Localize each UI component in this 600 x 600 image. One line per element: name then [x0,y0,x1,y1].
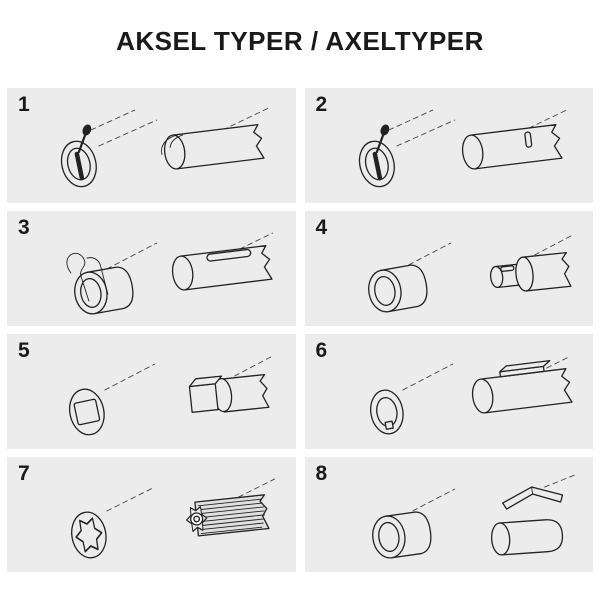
tube-and-stepped-shaft-drawing [364,234,573,316]
shaft-with-raised-key-icon [469,359,573,415]
cell-number: 7 [18,462,30,485]
hairpin-clip-and-keyway-shaft-drawing [66,232,273,318]
cell-number: 3 [18,216,30,239]
splined-shaft-icon [184,494,270,537]
square-bore-tube-icon [68,388,105,436]
stepped-shaft-with-slot-icon [489,251,572,292]
axle-type-cell-5: 5 [7,334,296,449]
axle-type-cell-2: 2 [304,88,593,203]
bore-ring-with-linchpin-icon [57,124,101,190]
linchpin-and-tab-shaft-drawing [7,107,269,203]
axle-type-cell-1: 1 [7,88,296,203]
keyway-bore-and-keyed-shaft-drawing [369,355,573,435]
square-bore-and-square-shaft-drawing [68,355,273,436]
cell-number: 6 [315,339,328,362]
axle-type-cell-6: 6 [304,334,593,449]
cell-number: 2 [315,93,328,116]
bore-ring-with-linchpin-icon [354,124,398,190]
axle-type-grid: 1 2 [7,88,593,572]
hairpin-clip-icon [66,253,109,302]
cell-number: 8 [315,462,328,485]
shaft-with-pin-slot-icon [459,123,563,171]
shaft-with-folded-tab-icon [161,123,265,171]
tube-icon [364,262,430,316]
splined-bore-tube-icon [71,511,107,559]
square-end-shaft-icon [188,373,270,413]
wedge-key-icon [501,486,563,510]
axle-type-cell-4: 4 [304,211,593,326]
cylinder-icon [490,519,563,556]
axle-type-cell-8: 8 [304,457,593,572]
axle-type-cell-3: 3 [7,211,296,326]
splined-bore-and-splined-shaft-drawing [71,478,275,559]
cell-number: 5 [18,339,30,362]
tube-and-wedge-key-drawing [368,474,575,561]
page-title: AKSEL TYPER / AXELTYPER [116,26,484,56]
keyway-bore-tube-icon [369,389,404,435]
axle-type-cell-7: 7 [7,457,296,572]
round-bore-tube-icon [368,509,434,561]
cell-number: 4 [315,216,328,239]
cell-number: 1 [18,93,30,116]
linchpin-and-slotted-shaft-drawing [305,109,567,203]
shaft-with-keyway-slot-icon [170,244,273,292]
